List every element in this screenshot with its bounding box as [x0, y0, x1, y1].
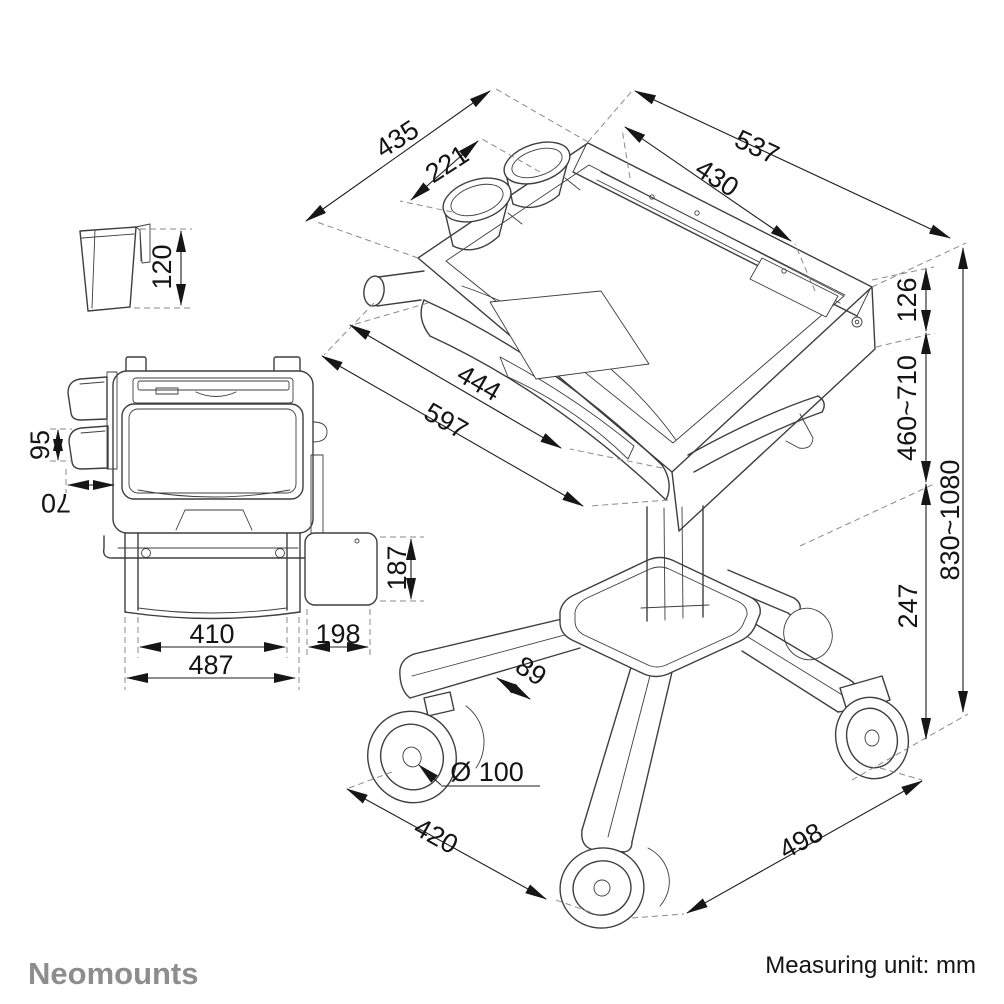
left-caster: [367, 691, 485, 804]
front-screen: [121, 403, 304, 500]
extension-lines: [50, 88, 969, 919]
dim-hook-bin-height: 120: [147, 244, 177, 289]
right-caster: [834, 675, 910, 780]
dim-tray-width: 444: [452, 359, 506, 408]
lift-column: [640, 505, 710, 622]
front-view: [67, 356, 378, 620]
dim-worktop-thickness: 126: [892, 277, 922, 322]
side-handle: [687, 395, 825, 473]
dim-top-width: 537: [730, 124, 784, 170]
left-tube: [363, 270, 425, 307]
dim-overall-height: 830~1080: [935, 460, 965, 581]
dim-leg-width: 89: [510, 650, 552, 692]
dim-cup-bracket-span: 221: [420, 139, 474, 189]
dim-cabinet-inner-width: 410: [189, 619, 234, 649]
brand-logo: Neomounts: [28, 956, 199, 991]
dim-caster-diameter: Ø 100: [450, 757, 524, 787]
cart-base-iso: [367, 556, 910, 929]
lock-cylinder: [851, 316, 863, 328]
dim-cabinet-outer-width: 487: [188, 650, 233, 680]
dim-pocket-depth: 198: [315, 619, 360, 649]
back-caster: [783, 607, 833, 661]
dim-top-depth: 435: [370, 114, 424, 164]
hook-bin: [79, 223, 151, 312]
dim-mount-bar-width: 430: [690, 153, 744, 203]
dim-side-bin-height: 95: [25, 430, 55, 460]
dim-base-depth: 498: [774, 817, 828, 865]
base-tray: [559, 556, 761, 678]
front-body: [112, 370, 314, 534]
dim-pocket-height: 187: [382, 545, 412, 590]
dim-height-adjust: 460~710: [892, 355, 922, 461]
dim-side-bin-depth: 70: [41, 488, 71, 518]
dimension-lines: [53, 90, 968, 914]
side-bins: [67, 371, 118, 470]
worktop-assembly-iso: [363, 141, 876, 532]
dim-base-height: 247: [893, 583, 923, 628]
dim-base-width: 420: [409, 812, 463, 860]
measuring-unit-note: Measuring unit: mm: [765, 952, 976, 979]
side-pocket: [304, 532, 378, 606]
front-caster: [559, 847, 670, 929]
